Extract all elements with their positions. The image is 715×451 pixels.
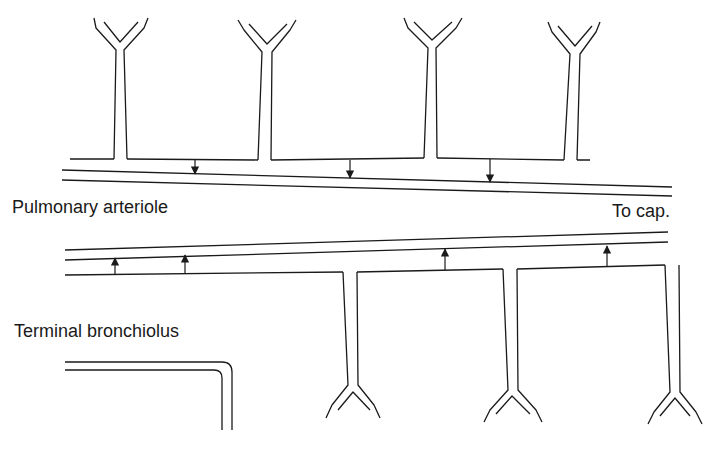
structure-label: To cap. xyxy=(612,202,670,222)
structure-label: Terminal bronchiolus xyxy=(14,322,179,342)
structure-label: Pulmonary arteriole xyxy=(12,198,168,218)
